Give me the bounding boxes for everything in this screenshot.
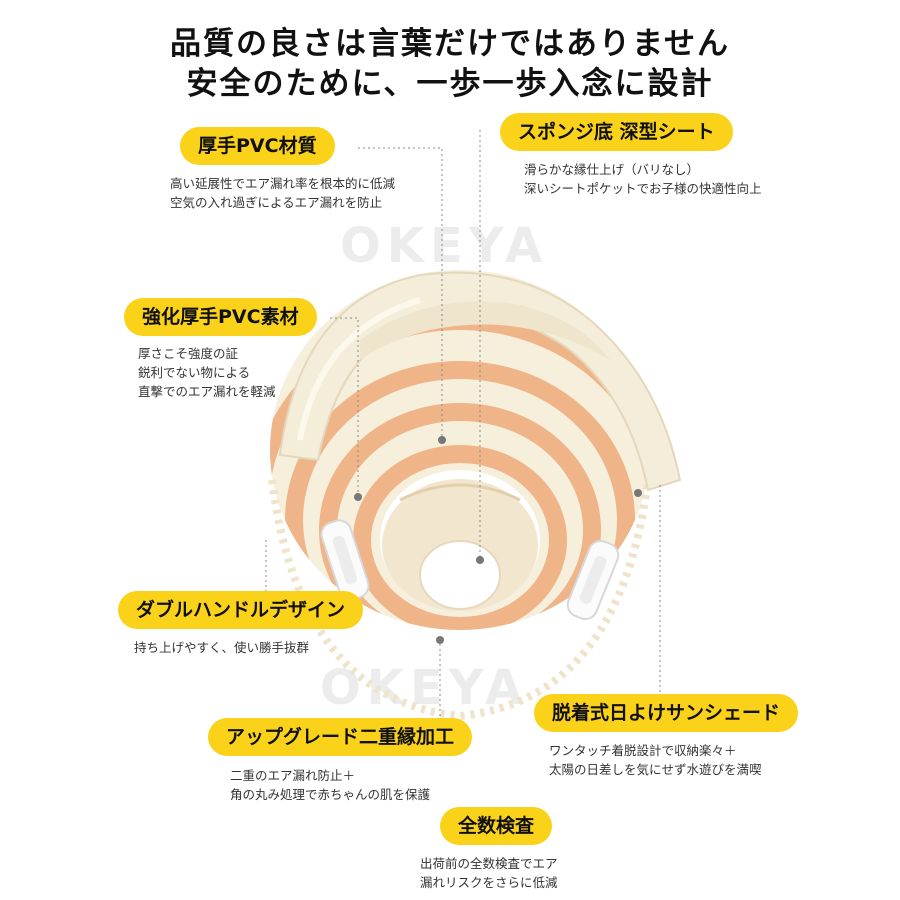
feature-desc-reinforced-pvc: 厚さこそ強度の証 鋭利でない物による 直撃でのエア漏れを軽減 [138,346,276,399]
feature-title-full-inspection: 全数検査 [440,807,553,845]
seat [382,479,538,611]
feature-title-double-handle: ダブルハンドルデザイン [118,591,364,629]
feature-title-double-edge: アップグレード二重縁加工 [208,718,473,756]
feature-title-reinforced-pvc: 強化厚手PVC素材 [124,298,317,336]
feature-desc-double-edge: 二重のエア漏れ防止＋ 角の丸み処理で赤ちゃんの肌を保護 [230,768,431,802]
feature-desc-full-inspection: 出荷前の全数検査でエア 漏れリスクをさらに低減 [420,856,558,890]
headline-line-1: 品質の良さは言葉だけではありません [169,26,731,62]
feature-desc-double-handle: 持ち上げやすく、使い勝手抜群 [134,640,310,655]
leader-dots [354,436,642,644]
feature-title-sunshade: 脱着式日よけサンシェード [534,694,799,732]
feature-desc-pvc: 高い延展性でエア漏れ率を根本的に低減 空気の入れ過ぎによるエア漏れを防止 [170,176,396,210]
feature-title-sponge-seat: スポンジ底 深型シート [500,113,733,151]
feature-desc-sunshade: ワンタッチ着脱設計で収納楽々＋ 太陽の日差しを気にせず水遊びを満喫 [549,743,762,777]
feature-desc-sponge-seat: 滑らかな縁仕上げ（バリなし） 深いシートポケットでお子様の快適性向上 [524,162,762,196]
sunshade-canopy [278,271,682,492]
handle-right [566,539,620,621]
watermark-top: OKEYA [340,218,549,274]
feature-title-pvc: 厚手PVC材質 [180,127,335,165]
headline-line-2: 安全のために、一歩一歩入念に設計 [186,66,714,102]
